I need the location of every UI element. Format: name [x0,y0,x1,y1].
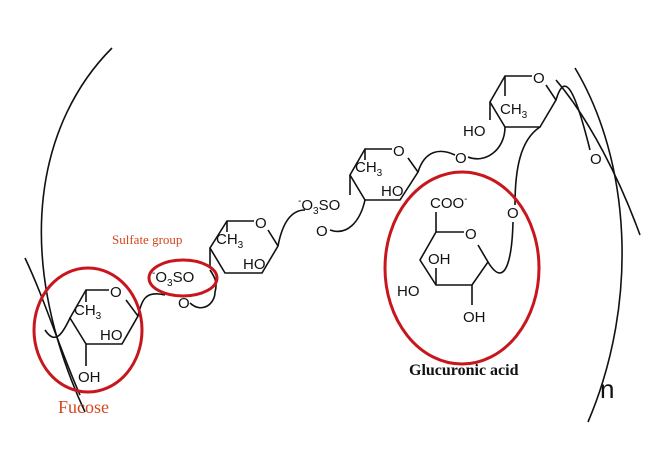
glycosidic-oxygen: O [455,150,467,167]
hydroxyl: OH [463,309,486,326]
sulfate-ester: -O3SO [152,268,194,289]
right-repeat-bracket [555,67,641,423]
repeat-count-label: n [600,374,614,404]
fucose-ring-4: O CH3 HO [463,70,591,151]
sulfate-1: -O3SO O [152,268,217,312]
hydroxyl: HO [463,123,486,140]
methyl-group: CH3 [216,231,244,251]
glycosidic-oxygen: O [590,151,602,168]
fucose-ring: O CH3 HO OH [44,284,166,386]
hydroxyl: OH [428,251,451,268]
glucuronic-acid-label: Glucuronic acid [409,362,519,379]
ring-oxygen: O [465,226,477,243]
sulfate-2: -O3SO O [298,196,366,240]
methyl-group: CH3 [355,159,383,179]
sulfate-highlight-circle [147,258,219,298]
left-repeat-bracket [24,47,113,413]
hydroxyl: HO [381,183,404,200]
ring-oxygen: O [393,143,405,160]
ring-oxygen: O [533,70,545,87]
hydroxyl: HO [397,283,420,300]
carboxylate: COO- [430,194,468,212]
sulfate-group-label: Sulfate group [112,232,182,247]
sulfate-ester: -O3SO [298,196,340,217]
glucuronic-highlight-circle [383,170,541,366]
fucose-highlight-circle [32,266,144,394]
hydroxyl: OH [78,369,101,386]
methyl-group: CH3 [500,101,528,121]
fucose-label: Fucose [58,397,109,417]
fucose-ring-2: O CH3 HO [209,209,306,274]
hydroxyl: HO [243,256,266,273]
glycosidic-oxygen: O [178,295,190,312]
ring-oxygen: O [110,284,122,301]
glucuronic-acid-ring: COO- O OH HO OH [397,194,489,326]
glycosidic-oxygen: O [316,223,328,240]
methyl-group: CH3 [74,302,102,322]
fucose-ring-3: O CH3 HO [349,143,456,201]
ring-oxygen: O [255,215,267,232]
hydroxyl: HO [100,327,123,344]
glycosidic-oxygen: O [507,205,519,222]
